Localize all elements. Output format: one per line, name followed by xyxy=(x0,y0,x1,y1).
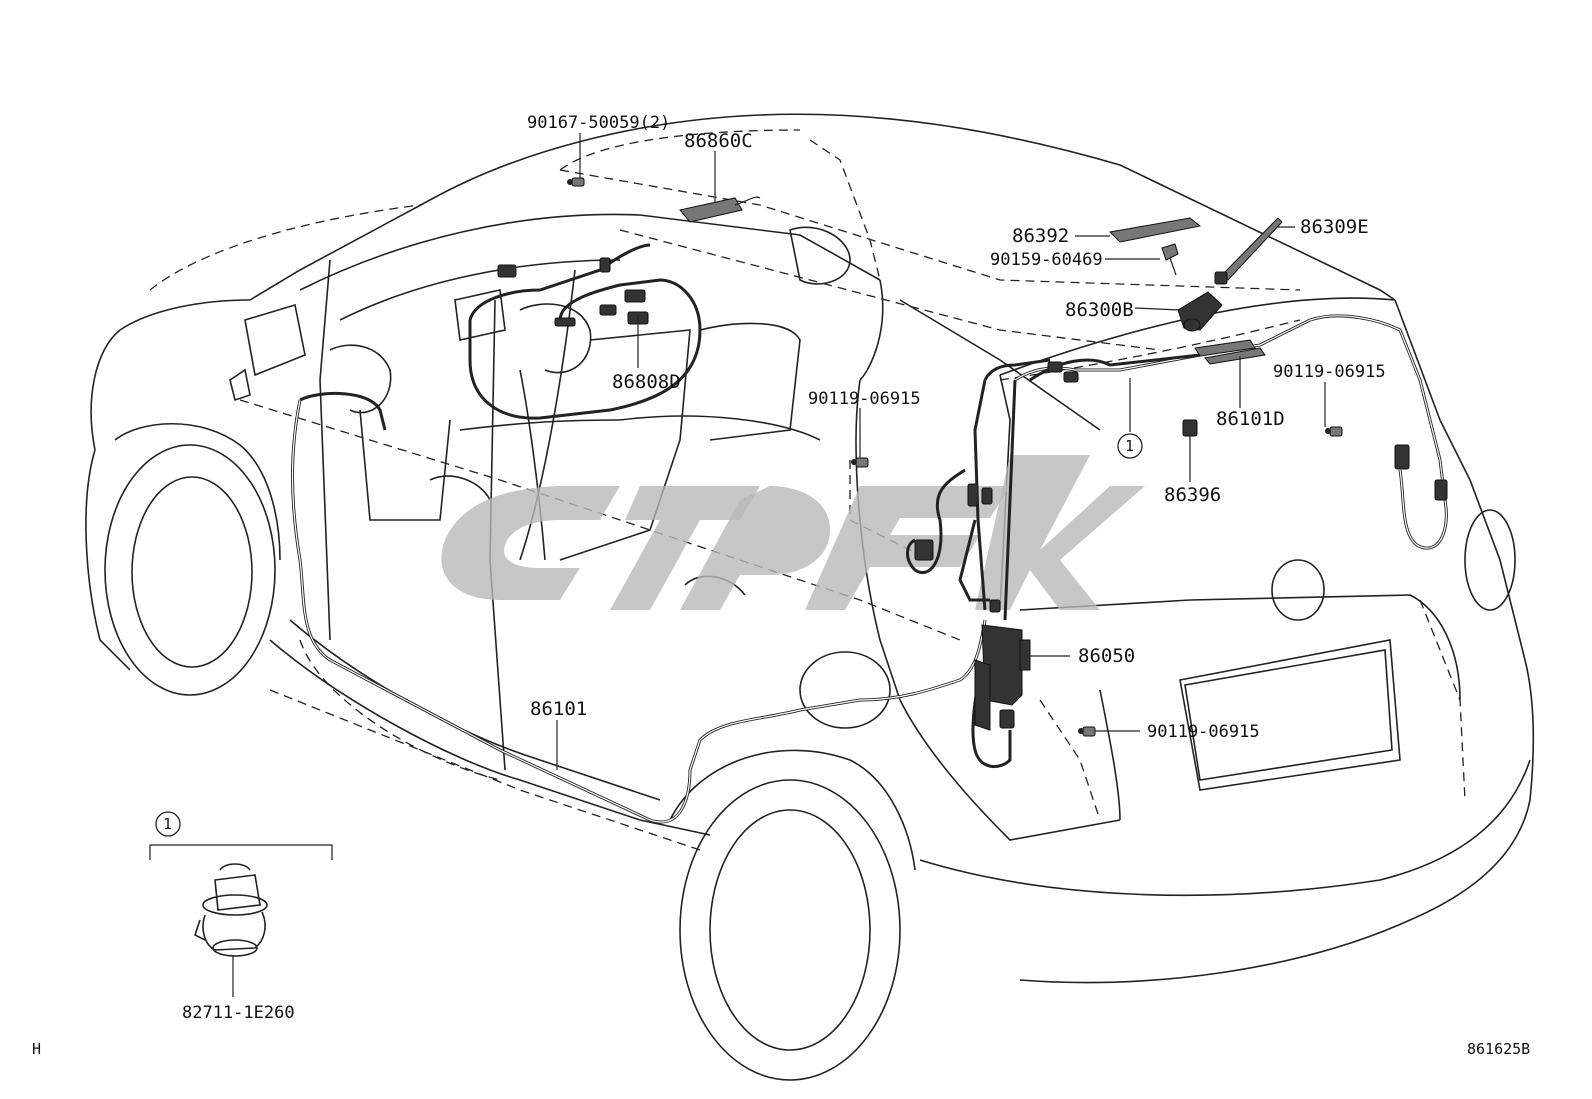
label-86050[interactable]: 86050 xyxy=(1078,645,1135,667)
antenna-pole-86309E[interactable] xyxy=(1214,217,1283,285)
figure-code: 861625B xyxy=(1467,1040,1530,1058)
connector-icon xyxy=(1063,371,1079,383)
connector-icon xyxy=(989,599,1001,613)
ref-callout-main-number: 1 xyxy=(1125,437,1134,455)
label-86300B[interactable]: 86300B xyxy=(1065,299,1134,321)
connector-icon xyxy=(914,539,934,561)
connector-icon xyxy=(1394,444,1410,470)
connector-icon xyxy=(599,304,617,316)
label-86101[interactable]: 86101 xyxy=(530,698,587,720)
label-90119-06915-right[interactable]: 90119-06915 xyxy=(1273,362,1386,382)
label-86860C[interactable]: 86860C xyxy=(684,130,753,152)
label-90119-06915-left[interactable]: 90119-06915 xyxy=(808,389,921,409)
clip-82711-1E260[interactable] xyxy=(194,863,268,957)
connector-icon xyxy=(967,483,979,507)
connector-icon xyxy=(1434,479,1448,501)
connector-icon xyxy=(599,257,611,273)
connector-icon xyxy=(1047,361,1063,373)
label-90159-60469[interactable]: 90159-60469 xyxy=(990,250,1103,270)
roof-antenna-module-86860C[interactable] xyxy=(679,196,761,223)
antenna-bracket-86392[interactable] xyxy=(1108,217,1202,243)
hidden-body-lines xyxy=(149,129,1466,851)
antenna-amplifier-86050[interactable] xyxy=(974,624,1031,731)
label-86808D[interactable]: 86808D xyxy=(612,371,681,393)
screw-icon-90119-a[interactable] xyxy=(851,457,869,468)
antenna-cord-harness xyxy=(291,243,1448,824)
label-86392[interactable]: 86392 xyxy=(1012,225,1069,247)
ref-callout-main: 1 xyxy=(1117,378,1143,459)
connector-icon xyxy=(999,709,1015,729)
corner-code-left: H xyxy=(32,1040,41,1058)
connector-icon xyxy=(624,289,646,303)
ref-callout-detail-number: 1 xyxy=(163,815,172,833)
label-86396[interactable]: 86396 xyxy=(1164,484,1221,506)
leader-lines xyxy=(556,133,1326,770)
screw-icon-90167[interactable] xyxy=(567,177,585,187)
bolt-icon-90159[interactable] xyxy=(1161,243,1179,276)
label-86101D[interactable]: 86101D xyxy=(1216,408,1285,430)
antenna-cord-86101D[interactable] xyxy=(1194,339,1266,365)
label-90167-50059[interactable]: 90167-50059(2) xyxy=(527,113,670,133)
label-86309E[interactable]: 86309E xyxy=(1300,216,1369,238)
connector-icon xyxy=(497,264,517,278)
detail-ref-1: 1 xyxy=(149,811,333,997)
part-labels: 90167-50059(2) 86860C 86392 86309E 90159… xyxy=(182,113,1386,1023)
harness-connectors xyxy=(497,257,1448,729)
label-82711-1E260[interactable]: 82711-1E260 xyxy=(182,1003,295,1023)
connector-icon xyxy=(554,317,576,327)
watermark-logo xyxy=(441,455,1145,610)
screw-icon-90119-b[interactable] xyxy=(1325,426,1343,437)
screw-icon-90119-c[interactable] xyxy=(1078,726,1096,737)
antenna-base-86300B[interactable] xyxy=(1177,291,1223,332)
connector-icon xyxy=(981,487,993,505)
grommet-86396[interactable] xyxy=(1182,419,1198,437)
label-90119-06915-lower[interactable]: 90119-06915 xyxy=(1147,722,1260,742)
